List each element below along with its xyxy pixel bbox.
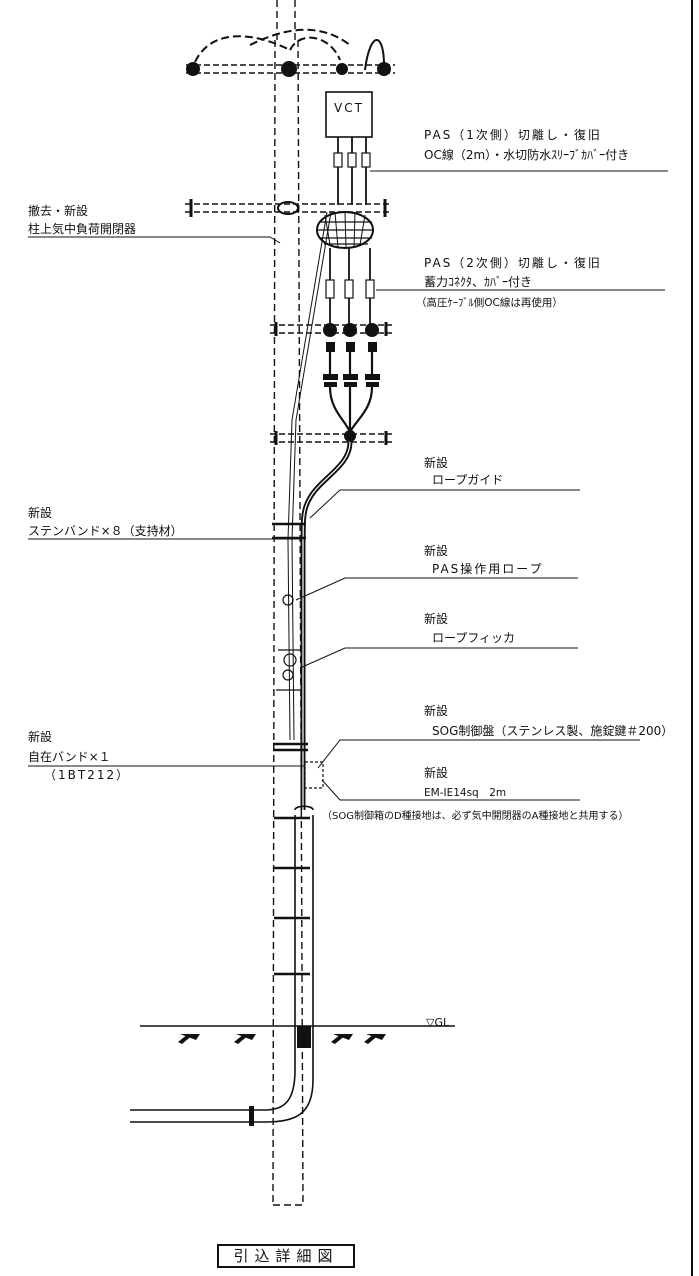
label-jizai-line2: 自在バンド×１	[28, 750, 111, 764]
oc-sleeves	[333, 152, 371, 168]
conduit-joint	[249, 1106, 254, 1126]
pas-rope	[287, 211, 332, 741]
label-pas1-line2: OC線（2m）・水切防水ｽﾘｰﾌﾞｶﾊﾞｰ付き	[424, 148, 630, 162]
label-pas2-line1: PAS（2次側）切離し・復旧	[424, 256, 602, 270]
rope-fitting	[276, 594, 300, 691]
crossarm-pas	[185, 203, 390, 213]
hv-cable-inner	[302, 441, 351, 810]
label-em-line2: EM-IE14sq 2m	[424, 787, 507, 799]
label-sog-line1: 新設	[424, 704, 449, 718]
label-pas-rope-line2: PAS操作用ロープ	[432, 562, 544, 576]
drawing-title: 引込詳細図	[217, 1244, 355, 1268]
cable-fanout	[328, 352, 374, 433]
label-em-line1: 新設	[424, 766, 449, 780]
secondary-sleeves	[325, 279, 375, 299]
label-stainband-line2: ステンバンド×８（支持材）	[28, 524, 183, 538]
label-pas2-line2: 蓄力ｺﾈｸﾀ、ｶﾊﾞｰ付き	[424, 275, 533, 289]
label-pas1-line1: PAS（1次側）切離し・復旧	[424, 128, 602, 142]
label-ground-note: （SOG制御箱のD種接地は、必ず気中開閉器のA種接地と共用する）	[322, 811, 629, 822]
pipe-at-ground	[297, 1026, 311, 1048]
label-rope-hook-line1: 新設	[424, 612, 449, 626]
label-pas-rope-line1: 新設	[424, 544, 449, 558]
jumper-arc	[364, 39, 386, 71]
underground-conduit	[130, 1069, 314, 1123]
label-rope-hook-line2: ロープフィッカ	[432, 631, 516, 645]
vct-box	[325, 91, 373, 138]
label-stainband-line1: 新設	[28, 506, 53, 520]
label-rope-guide-line2: ロープガイド	[432, 473, 504, 487]
vct-label: VCT	[334, 101, 364, 115]
leader-lines	[28, 170, 668, 1027]
cable-crotch	[344, 430, 356, 442]
label-remove-line1: 撤去・新設	[28, 204, 89, 218]
insulators-top	[186, 61, 391, 77]
label-remove-line2: 柱上気中負荷開閉器	[28, 222, 137, 236]
label-sog-line2: SOG制御盤（ステンレス製、施錠鍵＃200）	[432, 724, 674, 738]
cable-terminations	[323, 323, 380, 387]
label-jizai-line1: 新設	[28, 730, 53, 744]
pole-top-arcs	[194, 28, 351, 63]
pole-band-ring	[277, 201, 299, 215]
cable-protection-pipe	[294, 805, 314, 1080]
ground-level-label: ▽GL	[426, 1016, 450, 1029]
label-pas2-line3: （高圧ｹｰﾌﾞﾙ側OC線は再使用）	[416, 297, 563, 309]
oc-wires	[337, 137, 367, 205]
crossarm-lower	[270, 433, 392, 443]
label-jizai-line3: （1BT212）	[44, 768, 131, 782]
sog-control-box	[304, 761, 324, 789]
stain-bands	[272, 522, 310, 976]
utility-pole	[272, 0, 304, 1206]
ground-hatch	[178, 1034, 386, 1044]
label-rope-guide-line1: 新設	[424, 456, 449, 470]
